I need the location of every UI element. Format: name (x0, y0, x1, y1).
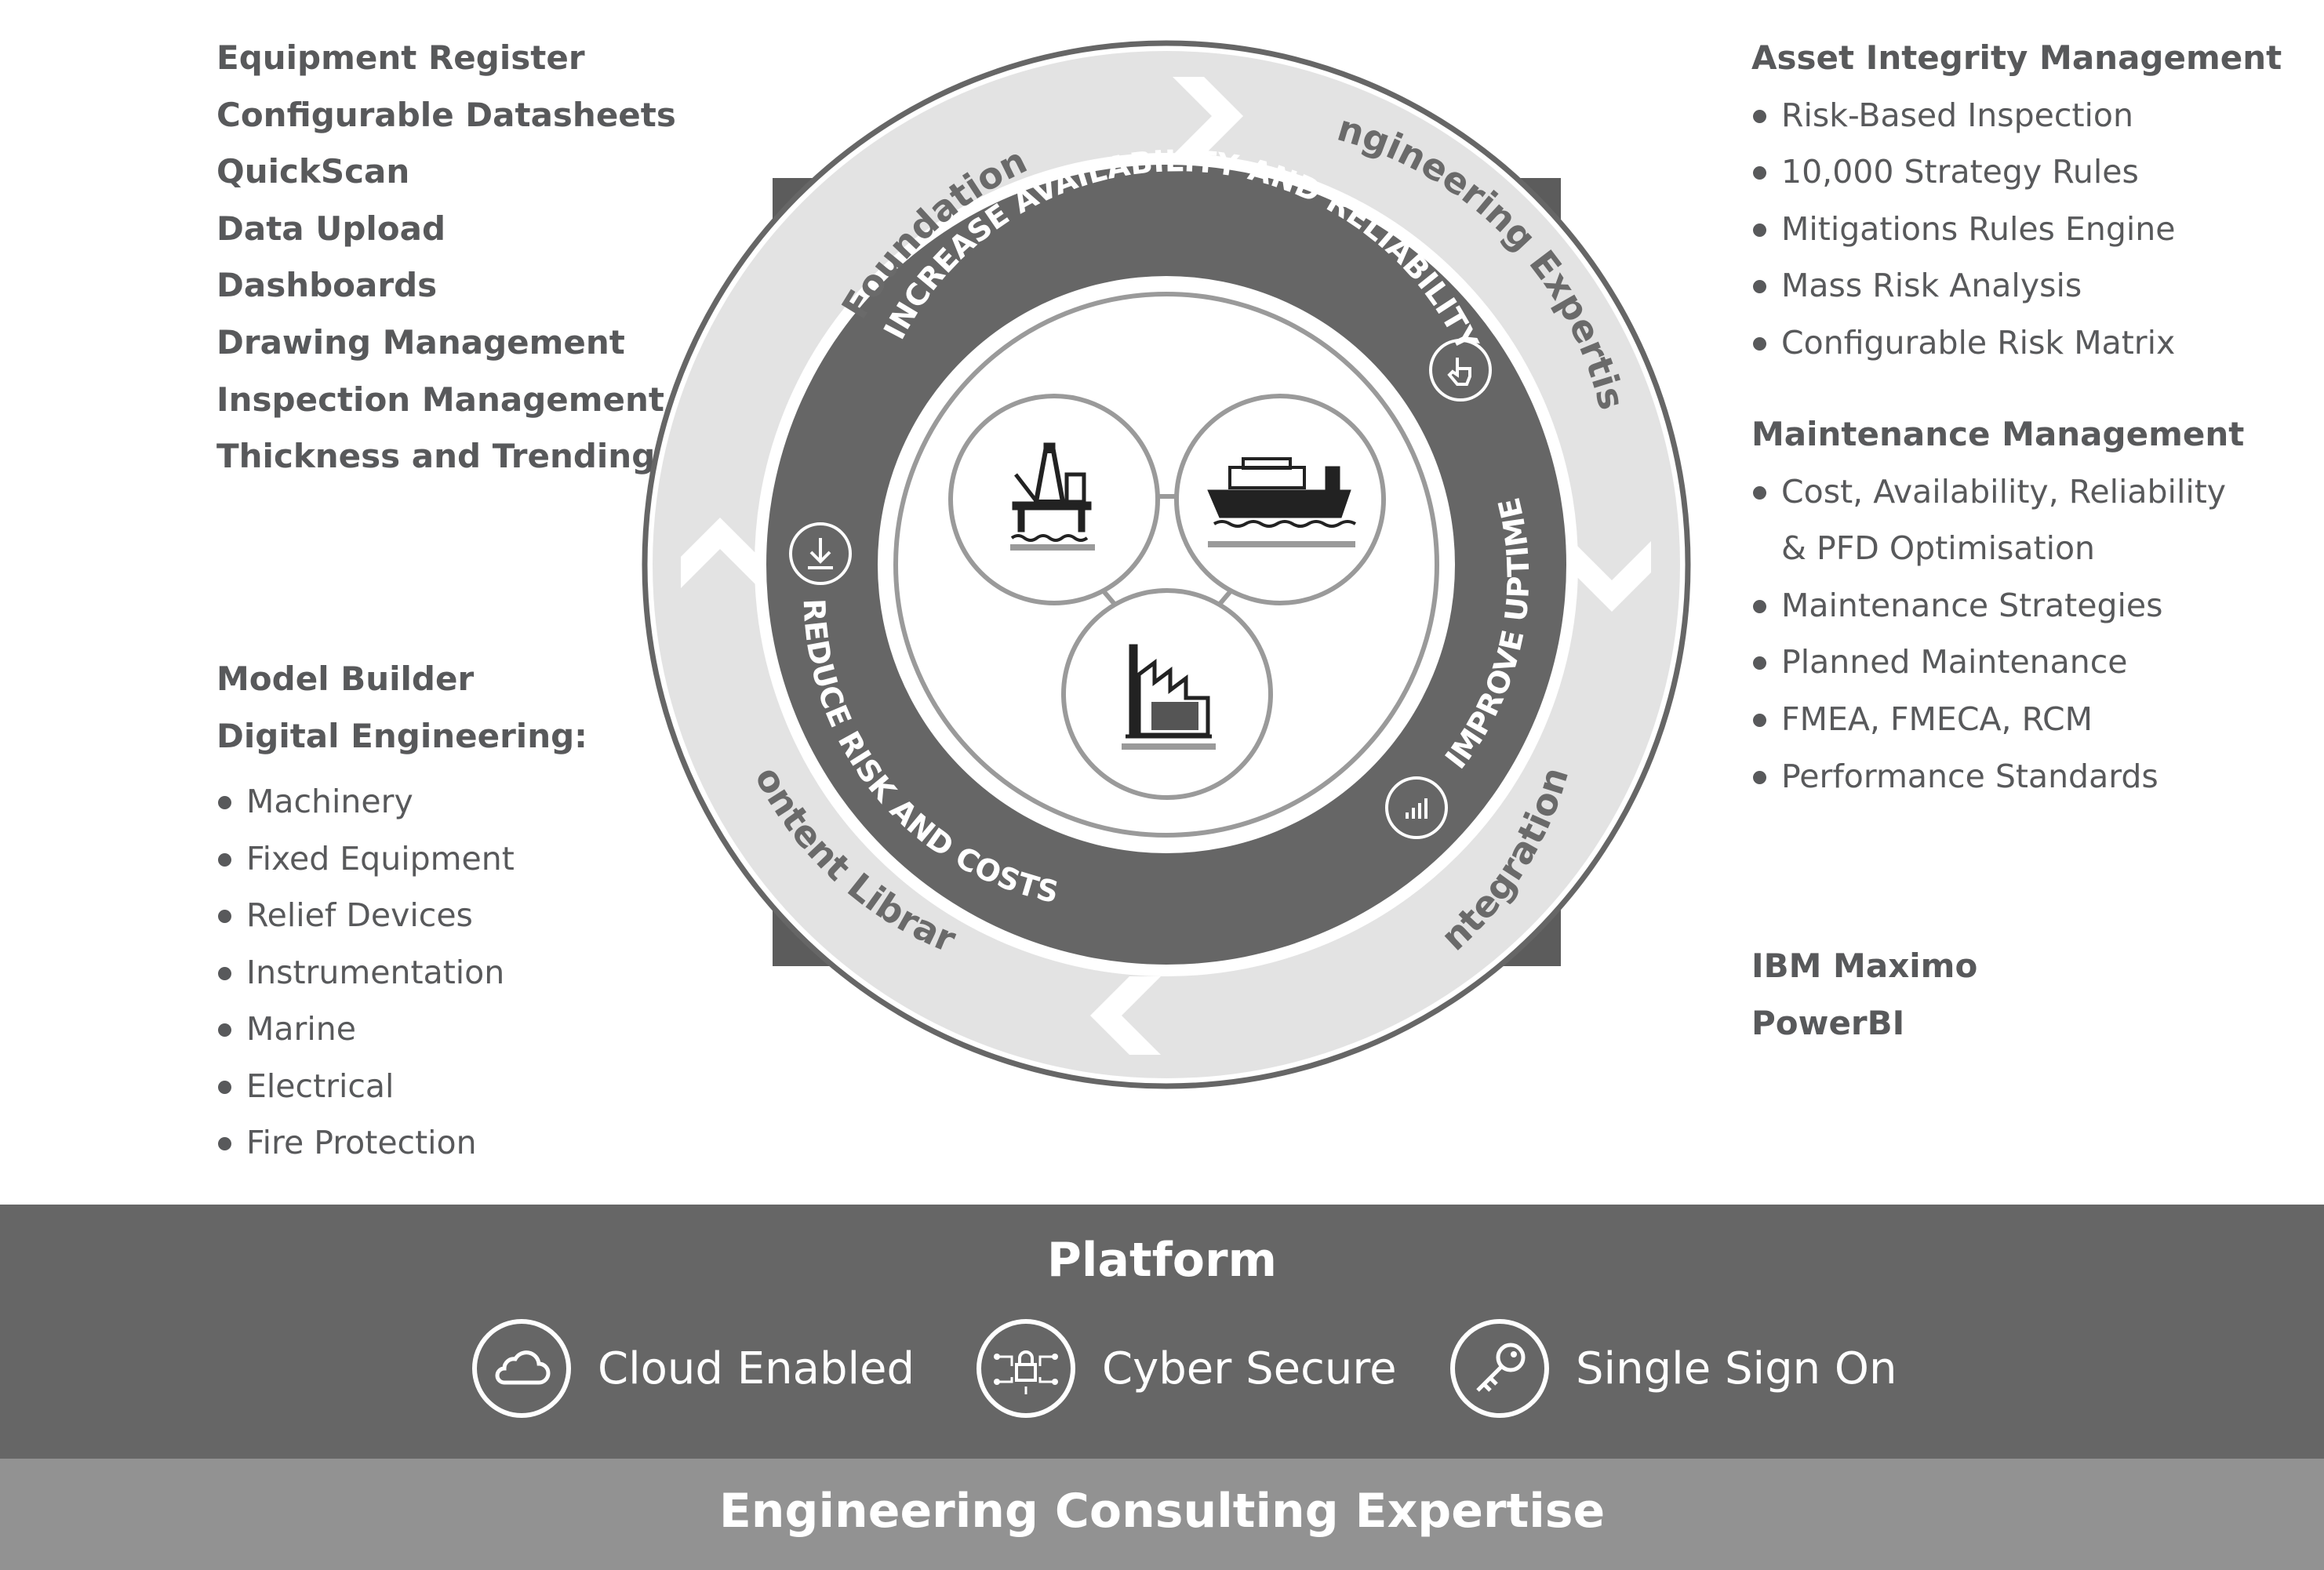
single-sign-on-label: Single Sign On (1576, 1343, 1897, 1394)
list-item-continuation: & PFD Optimisation (1781, 529, 2096, 568)
cloud-icon (472, 1319, 571, 1418)
chevron-bottom (1090, 976, 1161, 1055)
maintenance-section: Maintenance Management Cost, Availabilit… (1751, 406, 2244, 805)
list-item: Performance Standards (1751, 748, 2244, 805)
list-item: Risk-Based Inspection (1751, 87, 2282, 144)
list-item: Cost, Availability, Reliability (1751, 463, 2244, 521)
list-item: Maintenance Strategies (1751, 577, 2244, 634)
cloud-enabled-label: Cloud Enabled (598, 1343, 915, 1394)
single-sign-on-feature: Single Sign On (1450, 1317, 1897, 1419)
platform-band (0, 1205, 2324, 1459)
model-builder-heading: Model Builder (216, 660, 475, 698)
engineering-band (0, 1459, 2324, 1570)
list-item: Mitigations Rules Engine (1751, 201, 2282, 258)
feature-item: Inspection Management (216, 380, 664, 419)
inner-thin-ring (893, 292, 1439, 838)
asset-integrity-heading: Asset Integrity Management (1751, 38, 2282, 77)
cloud-enabled-feature: Cloud Enabled (472, 1317, 915, 1419)
key-icon (1450, 1319, 1549, 1418)
analytics-icon (1385, 776, 1448, 839)
list-item: Fixed Equipment (216, 830, 515, 888)
chevron-top (1173, 77, 1243, 155)
list-item: Relief Devices (216, 887, 515, 944)
list-item: Machinery (216, 773, 515, 830)
cargo-ship-icon (1207, 457, 1357, 547)
list-item: Electrical (216, 1058, 515, 1115)
content-library-headers: Model Builder Digital Engineering: (216, 651, 587, 765)
list-item: Planned Maintenance (1751, 634, 2244, 691)
integrations-list: IBM Maximo PowerBI (1751, 938, 1977, 1052)
chevron-right (1573, 541, 1651, 612)
list-item: Fire Protection (216, 1114, 515, 1172)
asset-integrity-section: Asset Integrity Management Risk-Based In… (1751, 30, 2282, 372)
list-item: 10,000 Strategy Rules (1751, 144, 2282, 201)
offshore-platform-icon (1010, 442, 1095, 551)
list-item: Mass Risk Analysis (1751, 257, 2282, 314)
feature-item: Dashboards (216, 266, 438, 305)
integration-item: PowerBI (1751, 1003, 1905, 1042)
engineering-consulting-title: Engineering Consulting Expertise (718, 1484, 1606, 1539)
feature-item: Drawing Management (216, 322, 625, 362)
list-item: Marine (216, 1001, 515, 1058)
digital-engineering-list: Machinery Fixed Equipment Relief Devices… (216, 773, 515, 1172)
feature-item: Equipment Register (216, 38, 585, 77)
list-item: Instrumentation (216, 944, 515, 1001)
list-item: FMEA, FMECA, RCM (1751, 691, 2244, 748)
cyber-secure-feature: Cyber Secure (977, 1317, 1397, 1419)
feature-item: Thickness and Trending (216, 437, 656, 476)
download-icon (789, 522, 852, 585)
feature-item: QuickScan (216, 152, 410, 191)
cyber-secure-label: Cyber Secure (1102, 1343, 1397, 1394)
platform-title: Platform (1046, 1233, 1278, 1288)
ring-diagram: Foundation Engineering Expertise Integra… (0, 0, 1691, 1089)
circuit-lock-icon (977, 1319, 1075, 1418)
maintenance-heading: Maintenance Management (1751, 415, 2245, 453)
feature-item: Configurable Datasheets (216, 95, 676, 134)
touch-icon (1429, 339, 1492, 402)
feature-item: Data Upload (216, 209, 446, 248)
digital-engineering-heading: Digital Engineering: (216, 716, 587, 755)
integration-item: IBM Maximo (1751, 947, 1978, 985)
list-item: Configurable Risk Matrix (1751, 314, 2282, 372)
factory-icon (1122, 644, 1216, 750)
chevron-left (681, 518, 759, 588)
foundation-features-list: Equipment Register Configurable Datashee… (216, 30, 676, 485)
factory-circle (1061, 588, 1273, 800)
